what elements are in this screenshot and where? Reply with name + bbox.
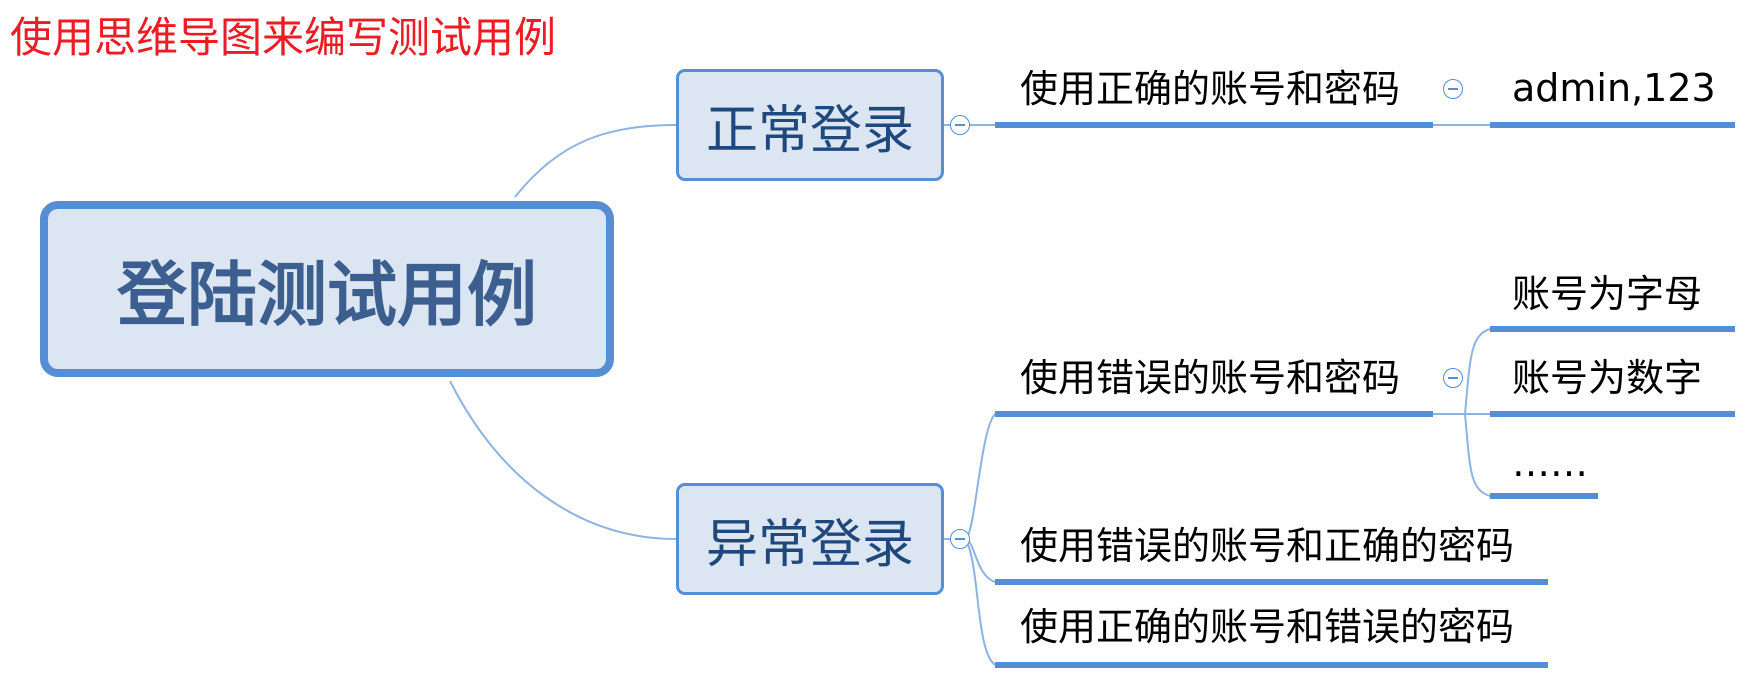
- detail-more-ellipsis[interactable]: ……: [1512, 441, 1588, 485]
- branch-normal-login[interactable]: 正常登录: [676, 69, 944, 181]
- collapse-icon[interactable]: [950, 529, 970, 549]
- connector-abnormal-case-1: [944, 413, 996, 540]
- detail-account-digits[interactable]: 账号为数字: [1512, 356, 1703, 400]
- detail-admin-credentials[interactable]: admin,123: [1512, 66, 1716, 110]
- root-topic[interactable]: 登陆测试用例: [40, 201, 614, 377]
- connector-root-normal: [514, 124, 677, 198]
- connector-abnormal-detail-1: [1464, 328, 1491, 415]
- connector-root-abnormal: [449, 380, 677, 540]
- collapse-icon[interactable]: [1443, 368, 1463, 388]
- diagram-caption: 使用思维导图来编写测试用例: [10, 13, 557, 62]
- connector-abnormal-detail-3: [1464, 413, 1491, 497]
- connector-abnormal-case-3: [964, 538, 996, 666]
- collapse-icon[interactable]: [950, 115, 970, 135]
- detail-account-letters[interactable]: 账号为字母: [1512, 272, 1703, 316]
- branch-abnormal-login[interactable]: 异常登录: [676, 483, 944, 595]
- connector-abnormal-case-2: [964, 538, 996, 583]
- case-wrong-account-correct-password[interactable]: 使用错误的账号和正确的密码: [1020, 524, 1515, 568]
- case-correct-account-wrong-password[interactable]: 使用正确的账号和错误的密码: [1020, 605, 1515, 649]
- collapse-icon[interactable]: [1443, 79, 1463, 99]
- case-correct-account-password[interactable]: 使用正确的账号和密码: [1020, 67, 1401, 111]
- case-wrong-account-password[interactable]: 使用错误的账号和密码: [1020, 356, 1401, 400]
